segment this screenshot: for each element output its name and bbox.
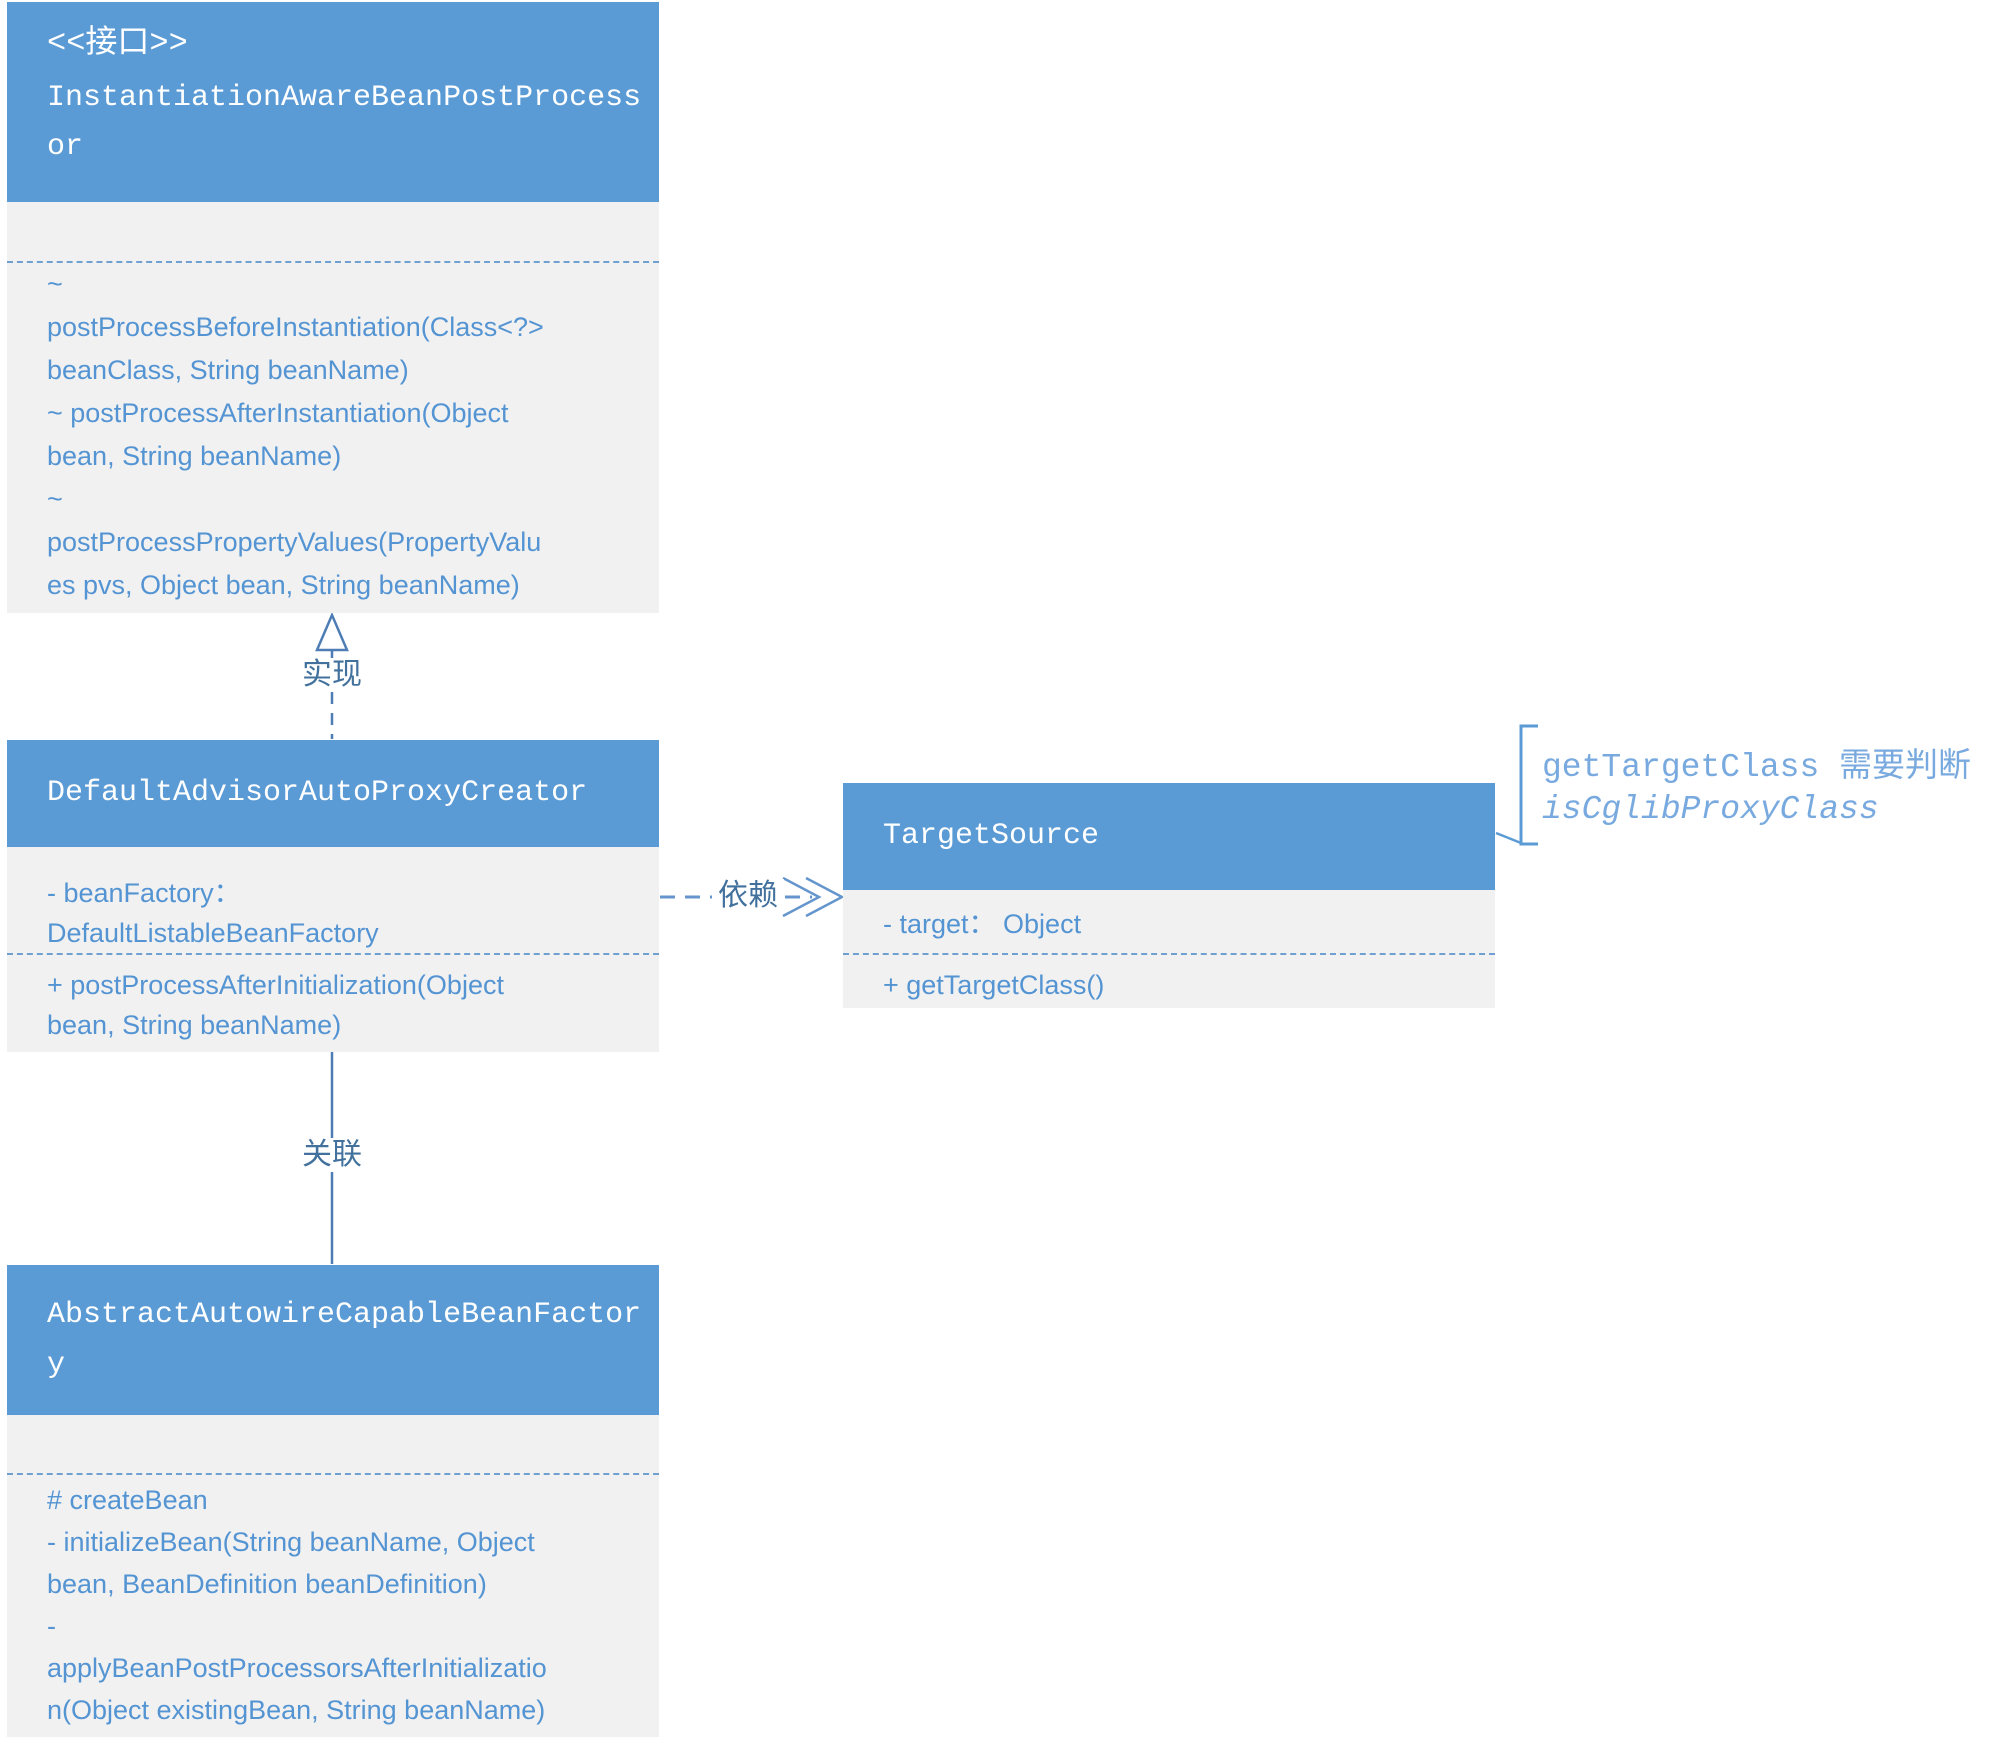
class-box-default-advisor-auto-proxy-creator[interactable]: DefaultAdvisorAutoProxyCreator - beanFac…: [7, 740, 659, 1052]
class-header: <<接口>> InstantiationAwareBeanPostProcess…: [7, 2, 659, 202]
hollow-triangle-arrowhead: [315, 611, 349, 652]
class-header: TargetSource: [843, 783, 1495, 890]
attributes-compartment: - beanFactory： DefaultListableBeanFactor…: [47, 878, 379, 948]
class-name: TargetSource: [883, 819, 1100, 853]
dependency-label: 依赖: [712, 879, 784, 913]
attributes-compartment-empty: [7, 1415, 659, 1473]
class-name: AbstractAutowireCapableBeanFactor y: [47, 1298, 642, 1382]
methods-compartment: ~ postProcessBeforeInstantiation(Class<?…: [7, 261, 659, 607]
methods-compartment: + getTargetClass(): [843, 953, 1495, 1005]
annotation-text-line2: isCglibProxyClass: [1542, 791, 1879, 828]
dependency-arrowhead-outer: [805, 876, 845, 918]
class-box-target-source[interactable]: TargetSource - target： Object + getTarge…: [843, 783, 1495, 1008]
annotation-text-line1: getTargetClass 需要判断: [1542, 749, 1972, 786]
annotation-bracket: [1495, 724, 1538, 846]
association-label: 关联: [296, 1138, 368, 1172]
class-box-instantiation-aware-bean-post-processor[interactable]: <<接口>> InstantiationAwareBeanPostProcess…: [7, 2, 659, 613]
methods-compartment: + postProcessAfterInitialization(Object …: [7, 953, 659, 1045]
class-name: InstantiationAwareBeanPostProcess or: [47, 81, 642, 164]
realization-label: 实现: [296, 658, 368, 692]
methods-compartment: # createBean - initializeBean(String bea…: [7, 1473, 659, 1731]
attributes-compartment: - target： Object: [883, 909, 1082, 939]
class-box-abstract-autowire-capable-bean-factory[interactable]: AbstractAutowireCapableBeanFactor y # cr…: [7, 1265, 659, 1737]
attributes-compartment-empty: [7, 202, 659, 261]
class-name: DefaultAdvisorAutoProxyCreator: [47, 776, 588, 810]
dependency-arrowhead-inner: [782, 876, 822, 918]
bracket-connector-line: [1495, 831, 1522, 845]
class-header: AbstractAutowireCapableBeanFactor y: [7, 1265, 659, 1415]
bracket-shape: [1519, 724, 1538, 846]
stereotype-label: <<接口>>: [47, 25, 188, 62]
class-header: DefaultAdvisorAutoProxyCreator: [7, 740, 659, 847]
